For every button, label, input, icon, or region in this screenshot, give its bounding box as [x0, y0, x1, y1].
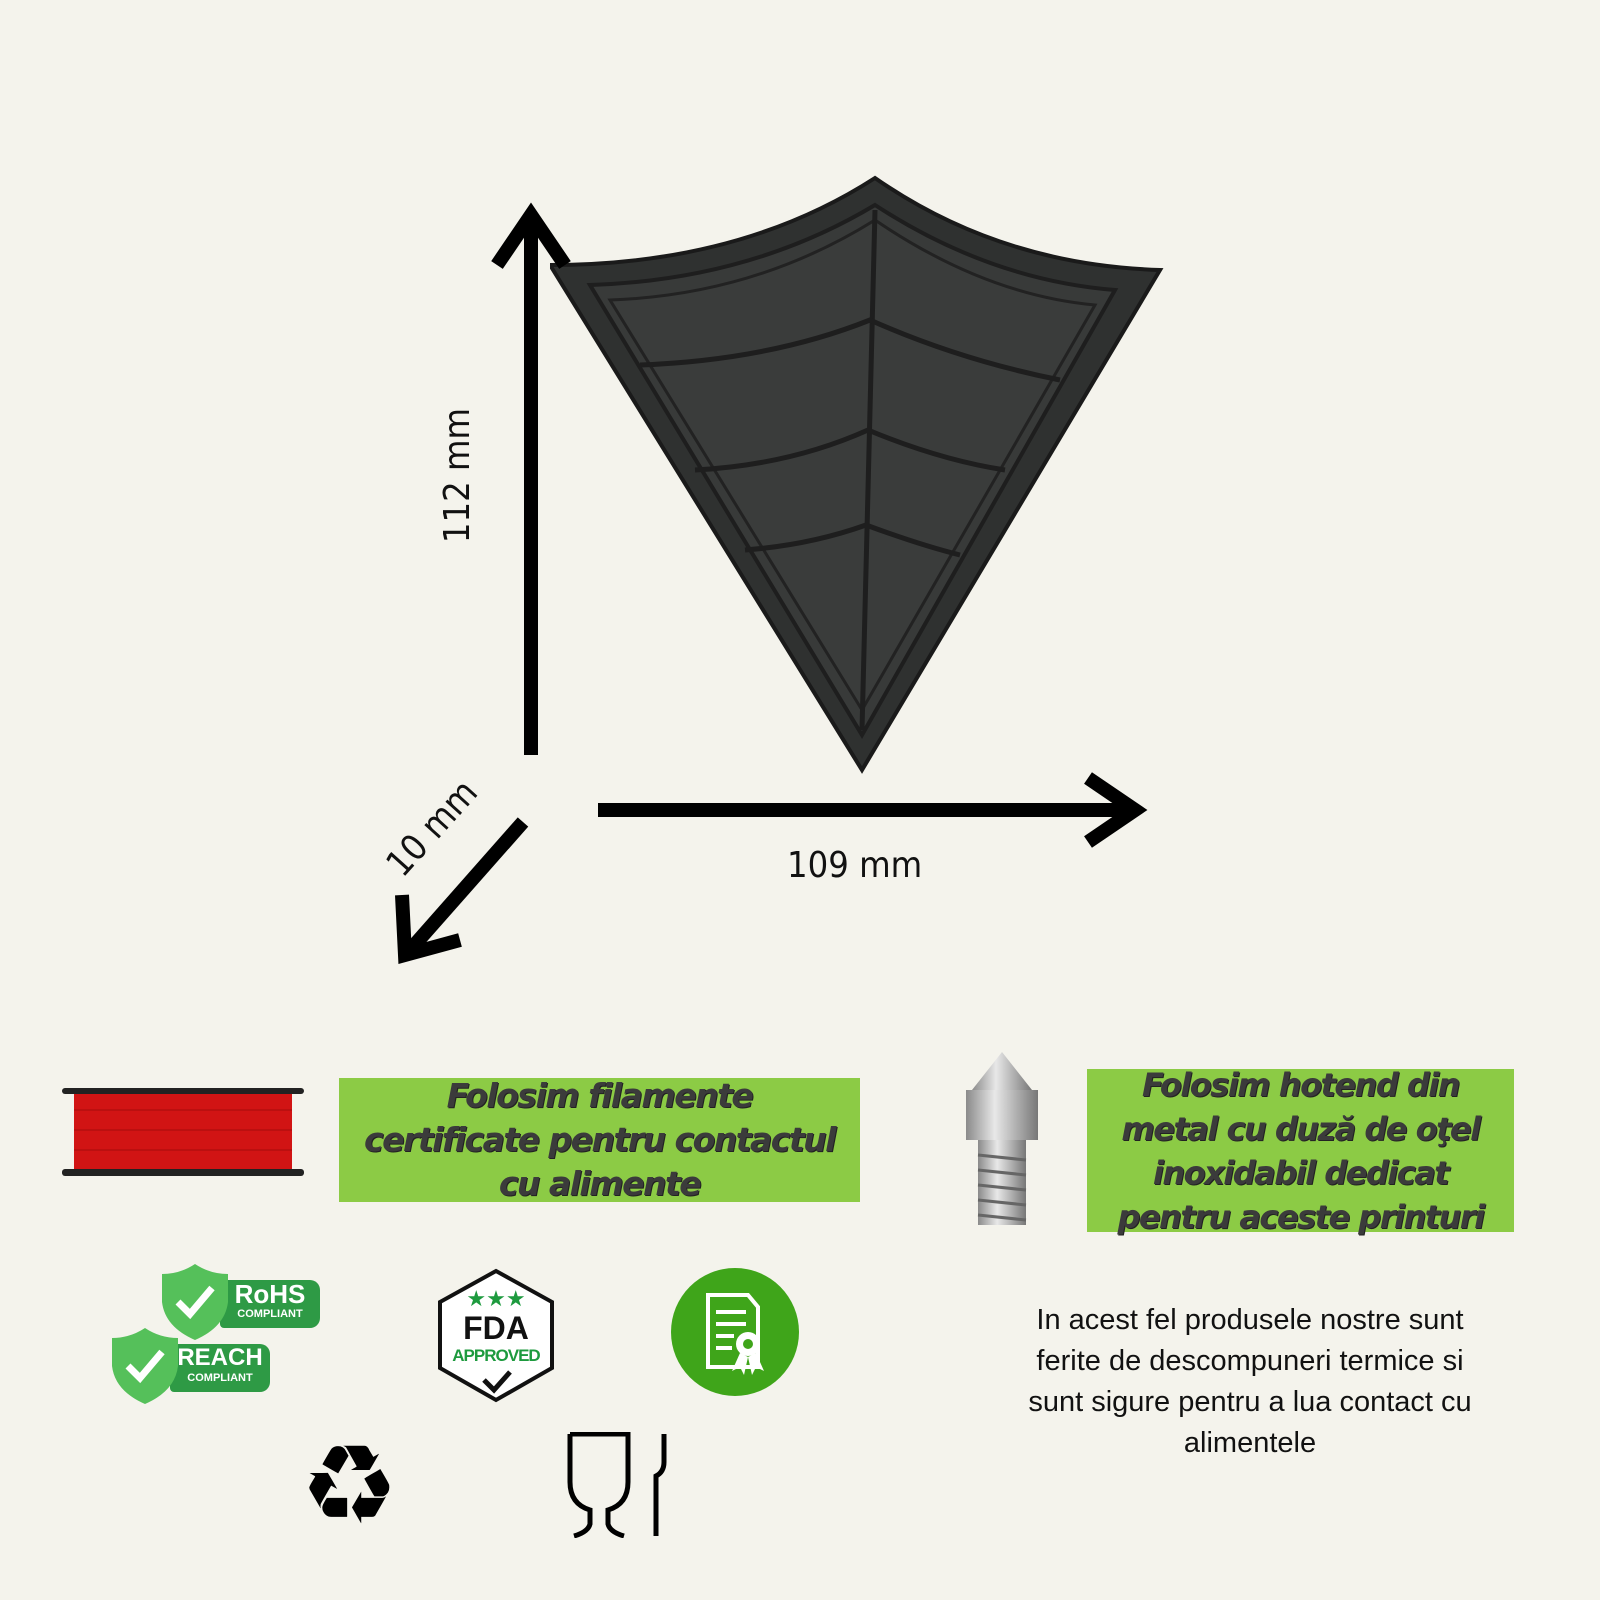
svg-text:★★★: ★★★	[466, 1286, 525, 1311]
product-shield-image	[550, 175, 1164, 774]
food-safe-icon	[567, 1432, 667, 1538]
fda-approved-badge: ★★★ FDA APPROVED	[436, 1268, 556, 1403]
rohs-title: RoHS	[234, 1279, 306, 1309]
reach-title: REACH	[177, 1344, 263, 1371]
fda-sub: APPROVED	[452, 1346, 540, 1365]
height-dimension-label: 112 mm	[437, 407, 479, 544]
width-dimension-label: 109 mm	[787, 845, 923, 886]
reach-badge: REACH COMPLIANT	[110, 1326, 275, 1406]
feature-text-hotend: Folosim hotend din metal cu duză de oţel…	[1117, 1065, 1485, 1236]
feature-text-filament: Folosim filamente certificate pentru con…	[364, 1076, 836, 1203]
rohs-badge: RoHS COMPLIANT	[160, 1262, 325, 1342]
dimension-arrows	[395, 202, 1148, 965]
reach-sub: COMPLIANT	[187, 1372, 253, 1384]
filament-spool-icon	[62, 1088, 304, 1176]
check-shield-icon	[162, 1264, 228, 1340]
rohs-sub: COMPLIANT	[237, 1308, 303, 1320]
feature-box-filament: Folosim filamente certificate pentru con…	[339, 1076, 860, 1203]
check-shield-icon	[112, 1328, 178, 1404]
nozzle-icon	[966, 1052, 1038, 1225]
fda-title: FDA	[463, 1310, 529, 1346]
recycle-icon: ♻	[300, 1421, 399, 1549]
feature-box-hotend: Folosim hotend din metal cu duză de oţel…	[1087, 1066, 1514, 1236]
safety-note: In acest fel produsele nostre sunt ferit…	[1028, 1304, 1472, 1459]
certificate-icon	[671, 1268, 799, 1396]
